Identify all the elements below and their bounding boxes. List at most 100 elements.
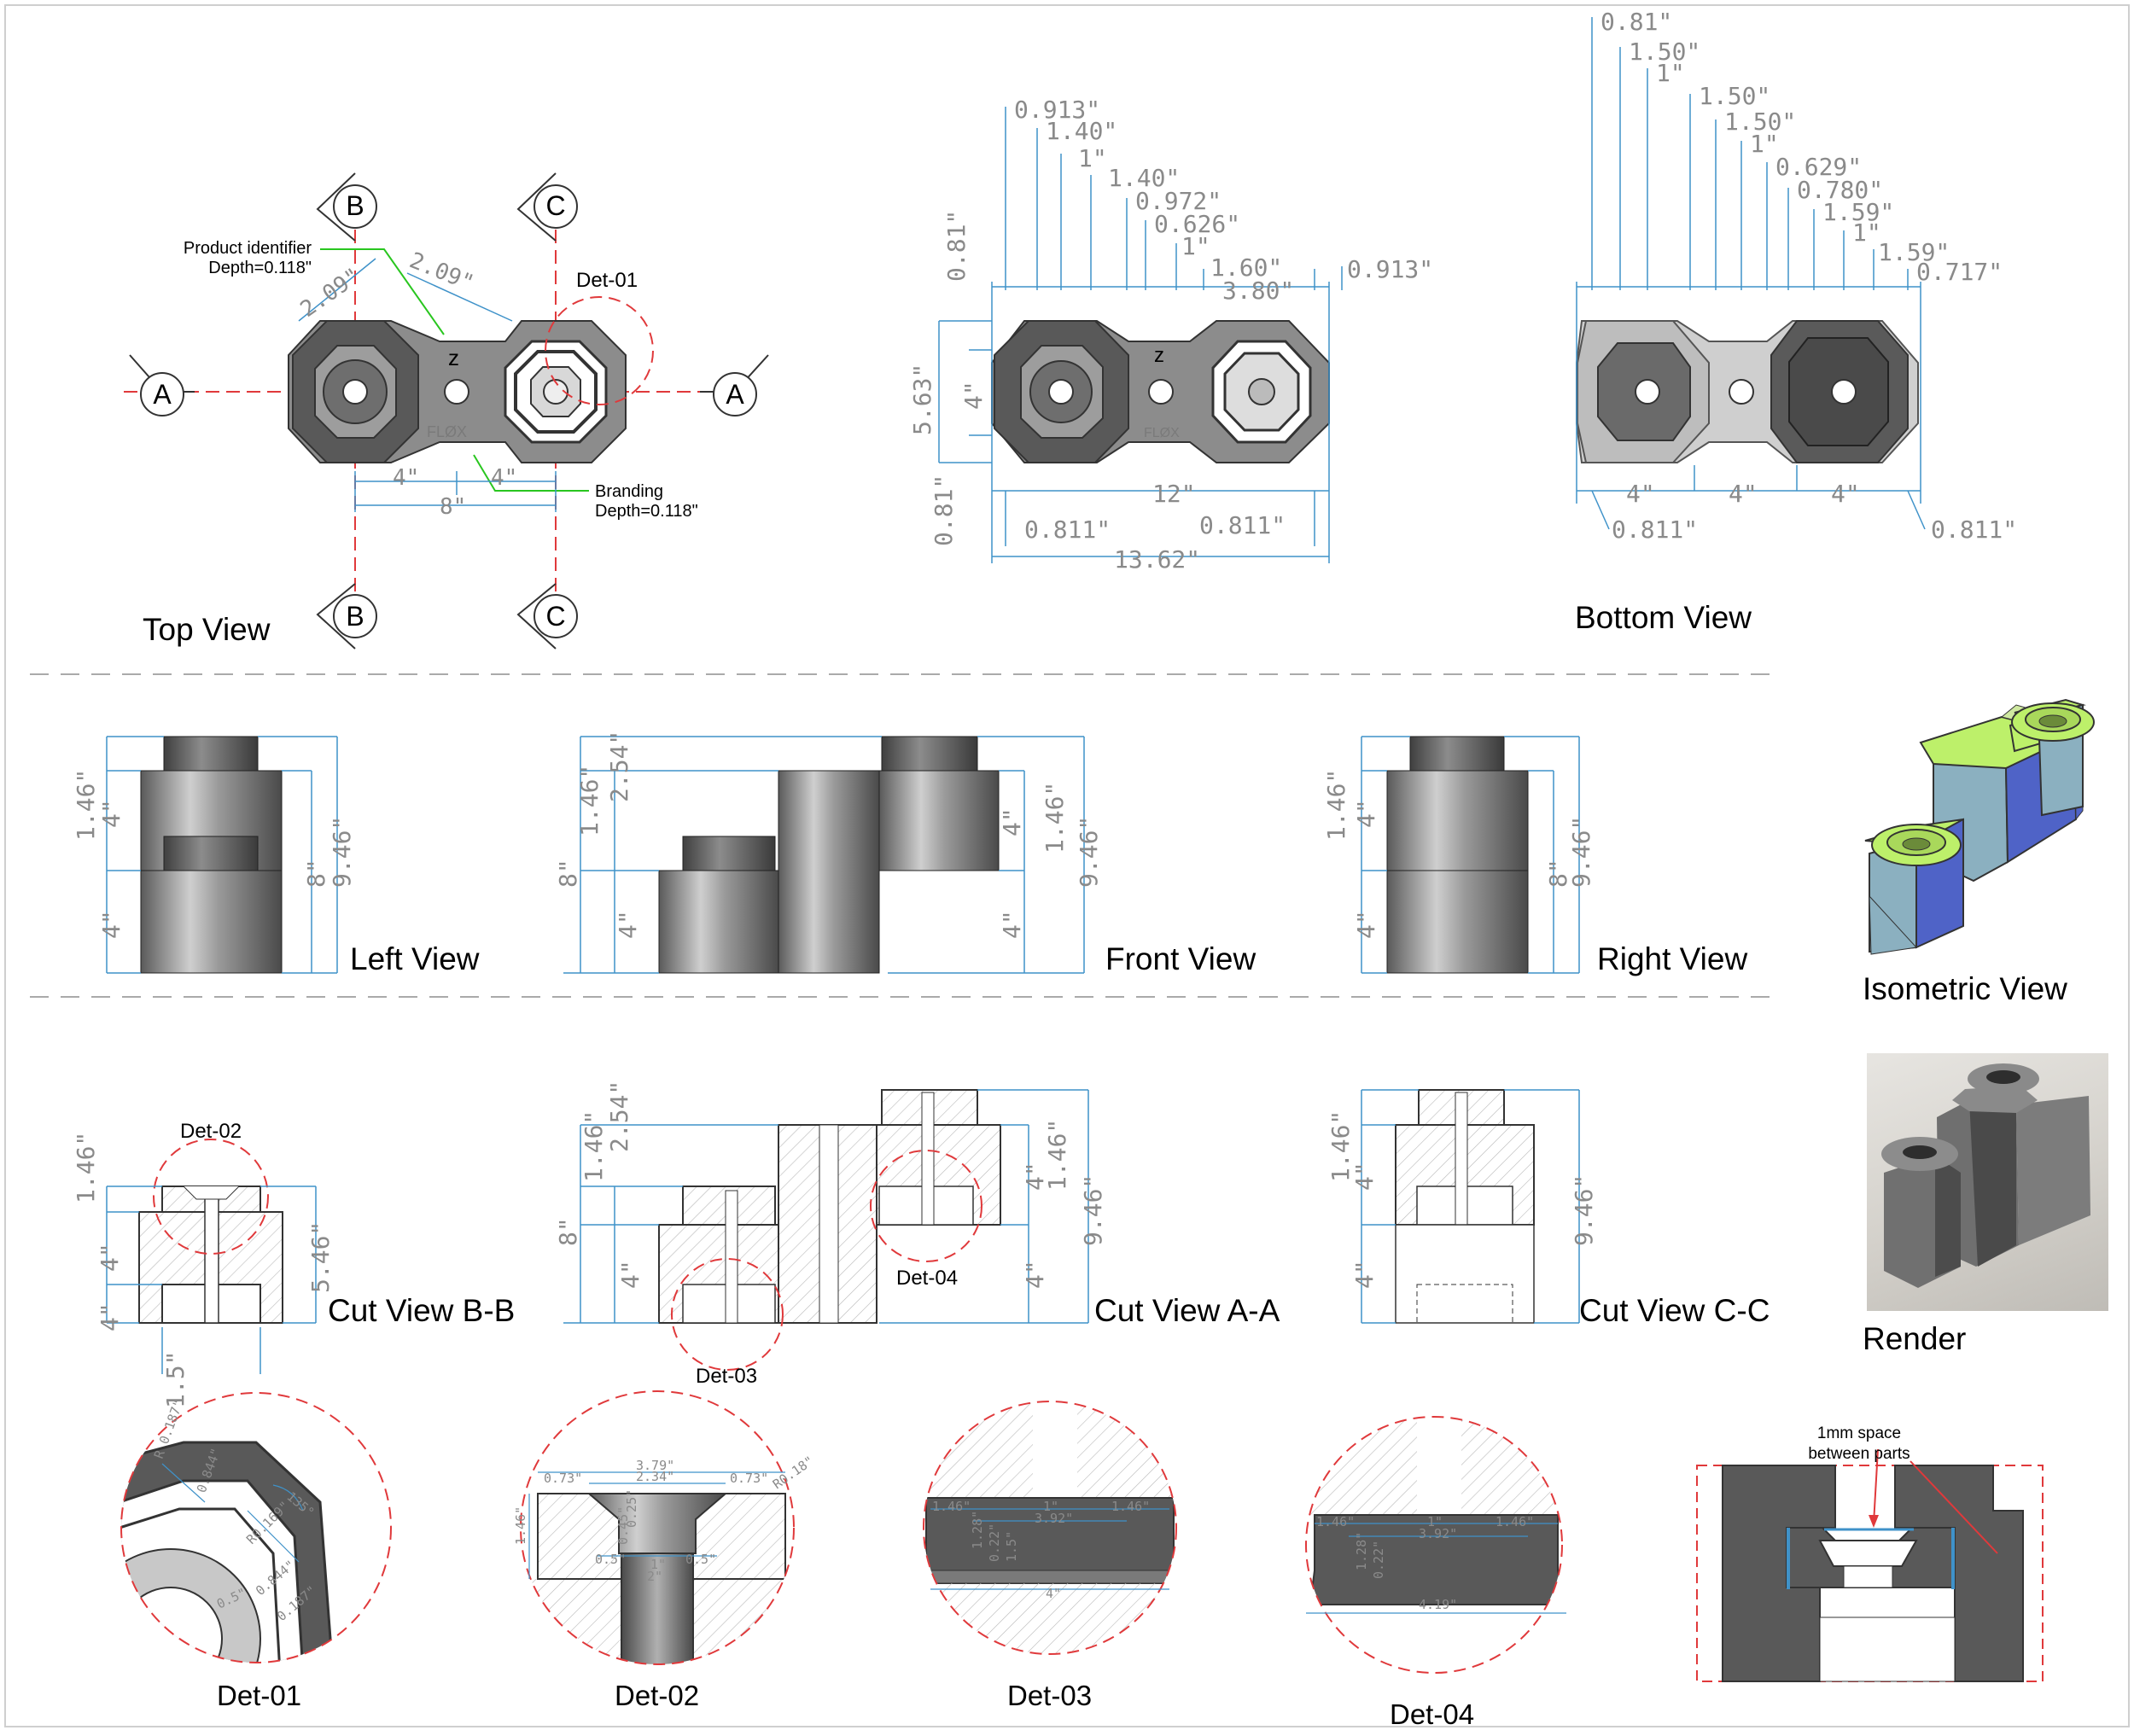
dim-cuta-4a: 4": [616, 1260, 644, 1289]
dim-cutc-146: 1.46": [1326, 1110, 1355, 1182]
dim-front-8: 8": [554, 859, 582, 888]
title-cut-view-b: Cut View B-B: [328, 1293, 516, 1328]
dim-mid-081b: 0.81": [930, 475, 958, 546]
title-right-view: Right View: [1597, 941, 1748, 976]
section-marker-b-bottom: B: [316, 583, 377, 650]
svg-text:C: C: [545, 601, 565, 632]
dim-cutc-946: 9.46": [1570, 1174, 1598, 1246]
embossed-brand-mid: FLØX: [1144, 426, 1180, 440]
dim-left-4b: 4": [97, 910, 125, 939]
title-cut-view-c: Cut View C-C: [1579, 1293, 1770, 1328]
dim-bot-0717: 0.717": [1916, 258, 2003, 286]
dim-left-4a: 4": [97, 799, 125, 828]
dim-mid-0811a: 0.811": [1024, 516, 1111, 544]
bottom-view: 0.81" 1.50" 1" 1.50" 1.50" 1" 0.629" 0.7…: [1576, 8, 2017, 544]
title-render: Render: [1863, 1321, 1967, 1356]
title-det03: Det-03: [1007, 1680, 1093, 1711]
dim-det03-146b: 1.46": [1111, 1499, 1150, 1514]
dim-right-146: 1.46": [1322, 769, 1350, 841]
dim-cuta-4c: 4": [1021, 1260, 1049, 1289]
dim-bot-1a: 1": [1656, 59, 1685, 87]
dim-bot-159a: 1.59": [1822, 198, 1894, 226]
dim-mid-0811b: 0.811": [1199, 511, 1286, 539]
dim-cutb-15: 1.5": [161, 1351, 189, 1408]
detail-02: 3.79" 2.34" 0.73" 0.73" R0.18" 1.46" 0.2…: [513, 1390, 817, 1665]
dim-det03-022: 0.22": [987, 1523, 1002, 1562]
branding-callout: Branding: [595, 482, 663, 501]
dim-top-4a: 4": [393, 465, 419, 491]
dim-mid-140b: 1.40": [1108, 164, 1180, 192]
detail-03: 1.46" 1" 1.46" 3.92" 1.28" 0.22" 1.5" 4": [923, 1401, 1177, 1655]
dim-cutb-4b: 4": [96, 1302, 124, 1331]
dim-det02-379: 3.79": [636, 1458, 674, 1473]
product-identifier-depth: Depth=0.118": [208, 259, 312, 277]
dim-det04-128: 1.28": [1354, 1532, 1369, 1570]
dim-cuta-146b: 1.46": [1043, 1119, 1071, 1191]
dim-cutc-4a: 4": [1350, 1162, 1379, 1191]
dim-mid-1b: 1": [1181, 232, 1210, 260]
section-marker-c-top: C: [516, 172, 578, 242]
left-view: 1.46" 4" 4" 8" 9.46": [72, 736, 356, 974]
dim-right-4a: 4": [1352, 799, 1380, 828]
right-view: 1.46" 4" 4" 8" 9.46": [1322, 736, 1595, 974]
dim-left-146: 1.46": [72, 769, 100, 841]
product-identifier-callout: Product identifier: [184, 239, 312, 258]
svg-text:B: B: [346, 601, 364, 632]
title-cut-view-a: Cut View A-A: [1094, 1293, 1280, 1328]
dim-det03-1: 1": [1043, 1499, 1058, 1514]
dim-det02-234: 2.34": [636, 1469, 674, 1484]
dim-mid-0626: 0.626": [1154, 210, 1240, 238]
dim-mid-563: 5.63": [908, 364, 936, 435]
front-view: 2.54" 1.46" 8" 4" 4" 1.46" 4" 9.46": [554, 731, 1103, 974]
dim-mid-140a: 1.40": [1046, 117, 1117, 145]
title-det04: Det-04: [1390, 1698, 1475, 1730]
dim-bot-081: 0.81": [1600, 8, 1672, 36]
dim-bot-150c: 1.50": [1724, 108, 1796, 136]
section-marker-b-top: B: [316, 172, 377, 242]
dim-bot-0811a: 0.811": [1612, 516, 1698, 544]
detail-04: 1.46" 1" 1.46" 3.92" 1.28" 0.22" 4.19": [1305, 1416, 1566, 1674]
dim-bot-4a: 4": [1626, 480, 1655, 508]
svg-text:A: A: [153, 379, 172, 410]
dim-bot-4b: 4": [1729, 480, 1758, 508]
svg-text:C: C: [545, 190, 565, 221]
embossed-brand-top: FLØX: [427, 423, 467, 440]
dim-det02-05a: 0.5": [595, 1552, 626, 1567]
dim-det04-1: 1": [1427, 1514, 1443, 1529]
dim-cuta-254: 2.54": [605, 1081, 633, 1152]
det01-callout: Det-01: [576, 269, 638, 292]
dim-det03-146a: 1.46": [932, 1499, 971, 1514]
embossed-id-top: z: [448, 345, 459, 370]
dim-mid-160: 1.60": [1210, 253, 1282, 282]
dim-bot-150a: 1.50": [1629, 38, 1700, 66]
dim-front-946: 9.46": [1075, 816, 1103, 888]
dim-cuta-4b: 4": [1021, 1162, 1049, 1191]
dim-cutb-4: 4": [96, 1243, 124, 1272]
render-image: [1867, 1053, 2108, 1311]
dimensioned-top-view: z FLØX 0.913" 1.40" 1" 1.40" 0.972" 0.62…: [908, 96, 1433, 574]
section-marker-a-left: A: [129, 354, 195, 417]
dim-cutc-4b: 4": [1350, 1260, 1379, 1289]
dim-left-946: 9.46": [328, 816, 356, 888]
dim-det04-419: 4.19": [1419, 1597, 1457, 1612]
dim-left-8: 8": [302, 859, 330, 888]
dim-mid-12: 12": [1152, 480, 1196, 508]
det04-callout: Det-04: [896, 1267, 958, 1290]
dim-bot-0780: 0.780": [1797, 176, 1883, 204]
dim-top-8: 8": [440, 494, 466, 520]
dim-front-146a: 1.46": [575, 765, 603, 836]
dim-det03-392: 3.92": [1035, 1511, 1073, 1526]
dim-mid-1a: 1": [1078, 144, 1107, 172]
title-bottom-view: Bottom View: [1575, 600, 1752, 635]
dim-det02-073b: 0.73": [730, 1471, 768, 1486]
dim-det02-05b: 0.5": [685, 1552, 716, 1567]
dim-mid-0913a: 0.913": [1014, 96, 1100, 124]
section-marker-a-right: A: [700, 354, 769, 417]
detail-01: R 0.187" 0.844" R0.169" 135° 0.5" 0.844"…: [120, 1392, 392, 1663]
title-det01: Det-01: [217, 1680, 302, 1711]
dim-right-946: 9.46": [1567, 816, 1595, 888]
cut-view-c: 1.46" 4" 4" 9.46": [1326, 1089, 1598, 1324]
dim-bot-0629: 0.629": [1775, 153, 1862, 181]
dim-det02-1: 1": [650, 1557, 666, 1572]
